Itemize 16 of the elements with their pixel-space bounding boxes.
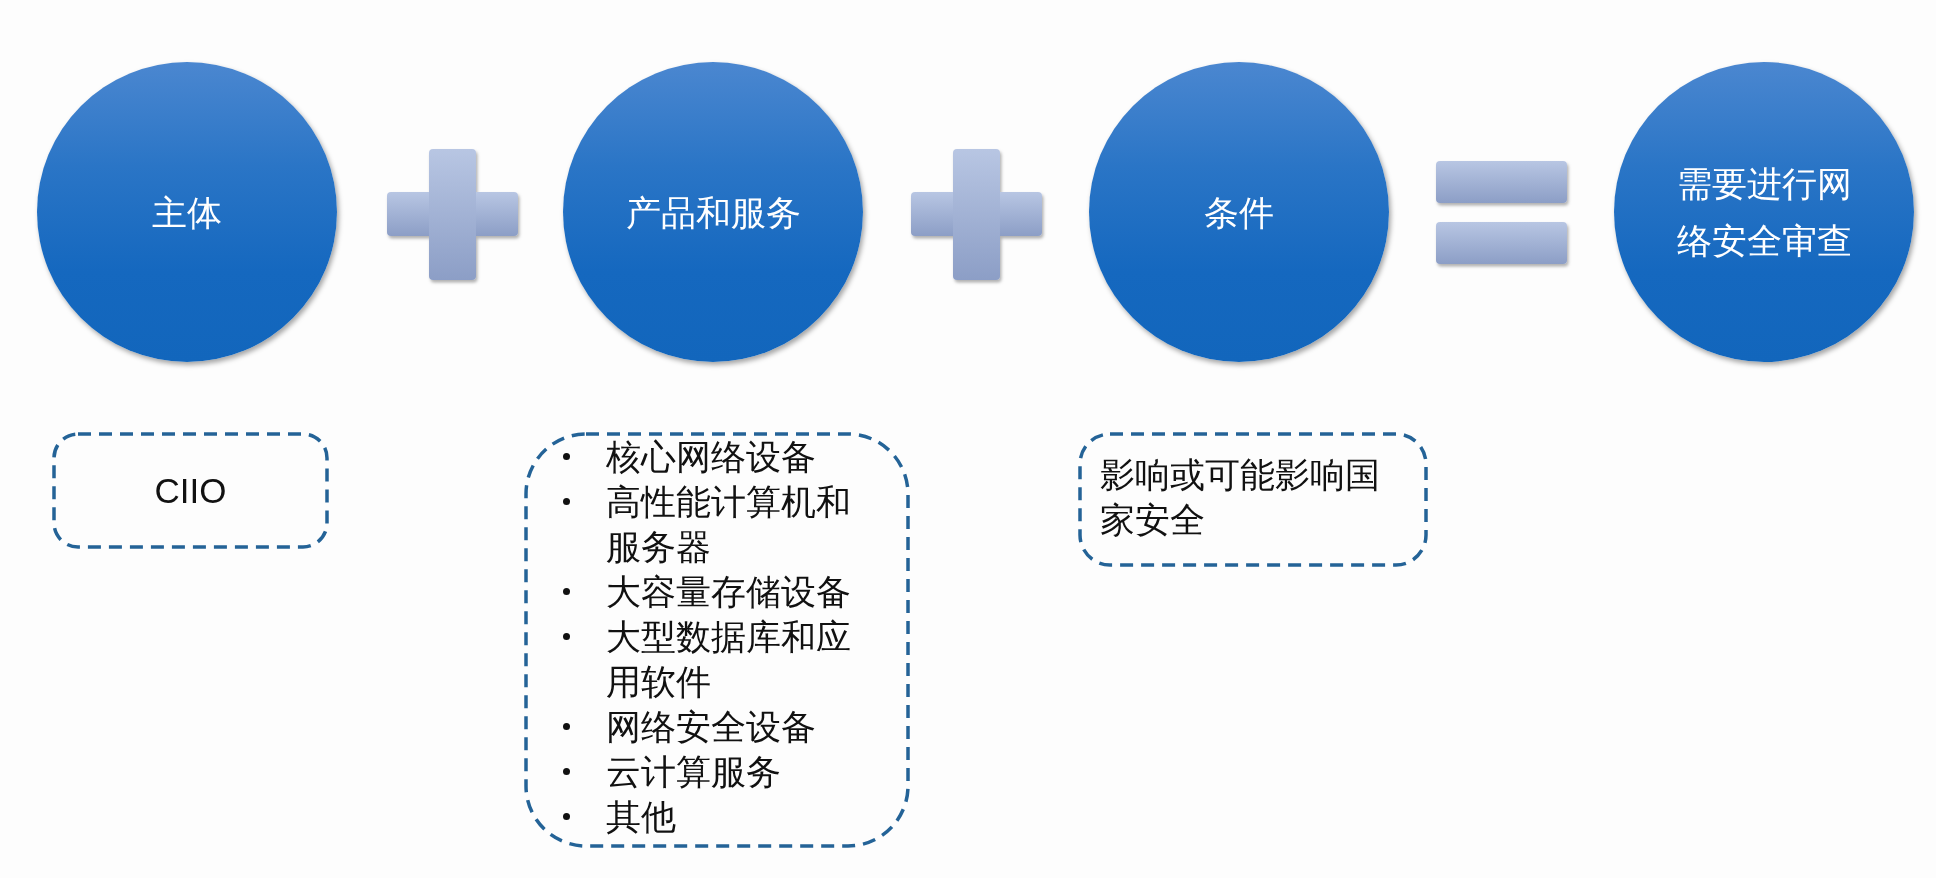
circle-label: 产品和服务	[625, 191, 801, 234]
list-item-text: 高性能计算机和服务器	[606, 481, 852, 568]
circle-label: 主体	[152, 191, 222, 234]
dashed-box	[524, 432, 910, 848]
box-text: CIIO	[154, 470, 227, 512]
dashed-box	[1078, 432, 1428, 567]
circle-label: 需要进行网络安全审查	[1675, 163, 1853, 262]
dashed-box	[52, 432, 329, 549]
list-item-text: 大容量存储设备	[606, 571, 851, 613]
list-item-text: 网络安全设备	[606, 706, 816, 748]
list-item-text: 云计算服务	[606, 751, 781, 793]
list-item-text: 其他	[606, 796, 676, 838]
circle-label: 条件	[1204, 191, 1274, 234]
list-item-text: 大型数据库和应用软件	[606, 616, 852, 703]
list-item-text: 核心网络设备	[606, 436, 816, 478]
box-text: 影响或可能影响国家安全	[1100, 454, 1381, 541]
